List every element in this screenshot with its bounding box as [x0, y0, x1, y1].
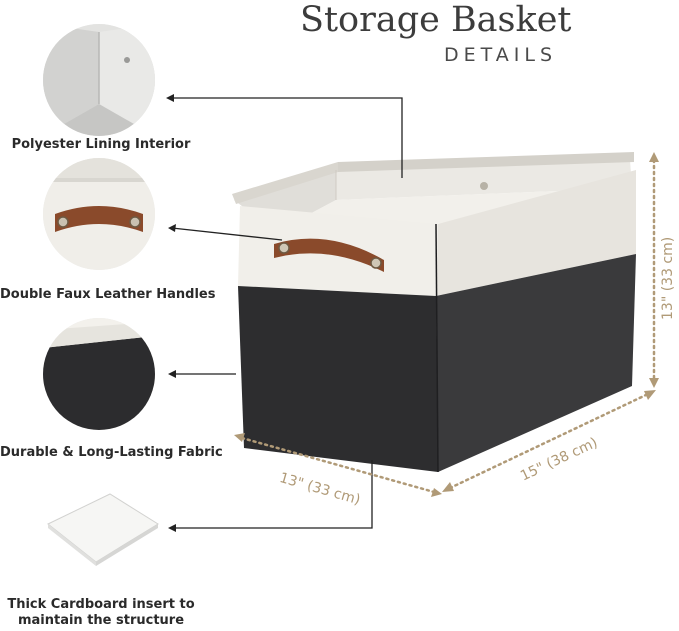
page-title: Storage Basket	[300, 0, 572, 40]
feature-label-fabric: Durable & Long-Lasting Fabric	[0, 445, 223, 460]
leather-handle-thumbnail	[43, 158, 155, 270]
page-subtitle: DETAILS	[444, 44, 558, 66]
feature-label-cardboard-line1: Thick Cardboard insert to	[7, 597, 195, 612]
feature-label-handles: Double Faux Leather Handles	[0, 287, 216, 302]
feature-label-cardboard-line2: maintain the structure	[17, 613, 185, 628]
feature-label-lining: Polyester Lining Interior	[11, 137, 191, 152]
lining-interior-thumbnail	[43, 24, 155, 136]
height-dimension-label: 13" (33 cm)	[660, 236, 676, 320]
durable-fabric-thumbnail	[43, 318, 155, 430]
cardboard-insert-image	[40, 490, 162, 570]
